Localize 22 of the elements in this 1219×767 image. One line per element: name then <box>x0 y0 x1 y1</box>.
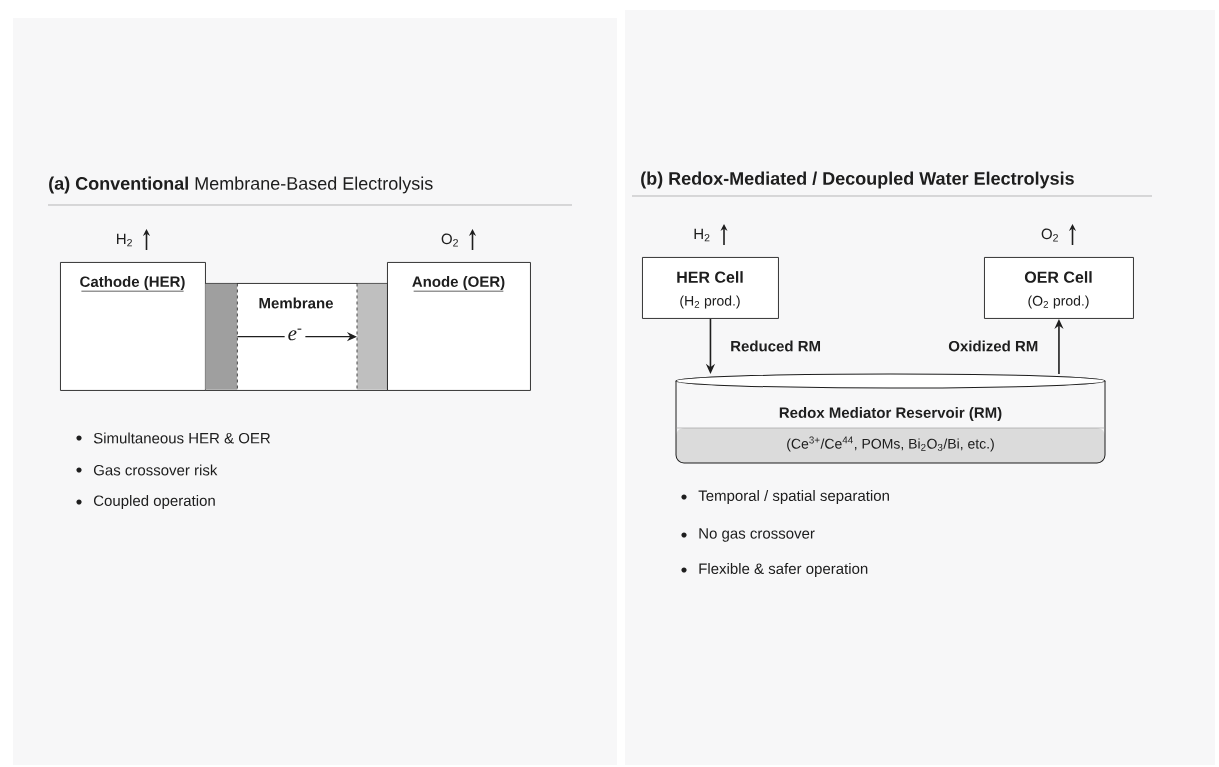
electrode-layer <box>356 283 388 391</box>
gas-label: O$_{2}$ <box>441 233 458 247</box>
bullet-item: Simultaneous HER & OER <box>76 432 271 444</box>
cell-box: OER Cell (O$_{2}$ prod.) <box>984 257 1134 319</box>
edge-label: Oxidized RM <box>946 338 1041 354</box>
panel-title: (b) Redox-Mediated / Decoupled Water Electrolysis <box>641 171 1074 189</box>
gas-label: O$_{2}$ <box>1041 228 1058 242</box>
gas-label: H$_{2}$ <box>694 228 710 242</box>
bullet-item: No gas crossover <box>681 528 815 542</box>
bullet-item: Gas crossover risk <box>76 464 218 476</box>
electrode-box: Cathode (HER) <box>60 262 206 391</box>
bullet-item: Flexible & safer operation <box>681 563 868 577</box>
reservoir-drawing: Redox Mediator Reservoir (RM) (Ce$^{3+}$/Ce$^{44}$, POMs, Bi$_{2}$O$_{3}$/Bi, etc.) <box>675 373 1106 464</box>
gas-label: H$_{2}$ <box>117 233 132 247</box>
node-label: Redox Mediator Reservoir (RM) <box>779 407 1002 421</box>
electrode-box: Anode (OER) <box>387 262 531 391</box>
edge-label: Reduced RM <box>728 338 824 354</box>
cell-box: HER Cell (H$_{2}$ prod.) <box>642 257 779 319</box>
bullet-item: Temporal / spatial separation <box>681 490 889 504</box>
bullet-item: Coupled operation <box>76 495 215 509</box>
panel-title: (a) Conventional Membrane-Based Electrolysis <box>49 176 433 194</box>
electrode-layer <box>205 283 238 391</box>
